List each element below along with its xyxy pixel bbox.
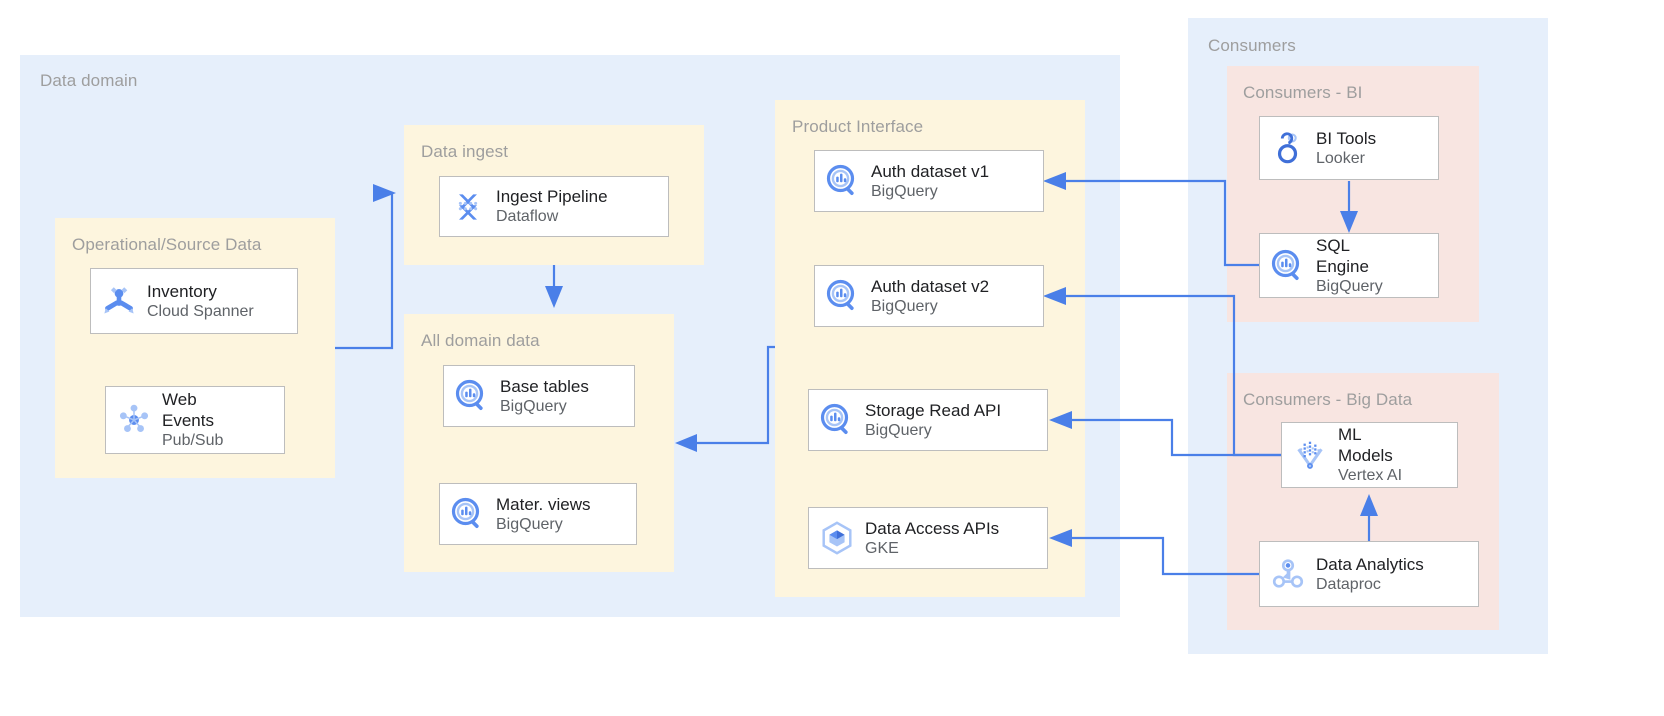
node-ml-models-service: Vertex AI: [1338, 467, 1403, 484]
node-mater-views-text: Mater. views BigQuery: [496, 494, 596, 535]
node-mater-views-service: BigQuery: [496, 515, 563, 533]
cloud-spanner-icon: [91, 282, 147, 320]
node-storage-read-api-text: Storage Read API BigQuery: [865, 400, 1007, 441]
node-web-events-service: Pub/Sub: [162, 432, 224, 449]
node-web-events-title: Web Events: [162, 390, 214, 430]
node-inventory-service: Cloud Spanner: [147, 302, 254, 320]
group-consumers-big-data-label: Consumers - Big Data: [1243, 390, 1413, 409]
group-all-domain-data-label: All domain data: [421, 331, 540, 350]
gke-icon: [809, 519, 865, 557]
node-base-tables-text: Base tables BigQuery: [500, 376, 595, 417]
node-bi-tools[interactable]: BI Tools Looker: [1259, 116, 1439, 180]
bigquery-icon: [809, 400, 865, 440]
node-storage-read-api-service: BigQuery: [865, 421, 932, 439]
node-ingest-pipeline-text: Ingest Pipeline Dataflow: [496, 186, 614, 227]
dataflow-icon: [440, 189, 496, 225]
node-base-tables-title: Base tables: [500, 376, 589, 396]
node-base-tables[interactable]: Base tables BigQuery: [443, 365, 635, 427]
node-web-events[interactable]: Web Events Pub/Sub: [105, 386, 285, 454]
node-data-analytics[interactable]: Data Analytics Dataproc: [1259, 541, 1479, 607]
group-data-ingest-label: Data ingest: [421, 142, 509, 161]
node-bi-tools-title: BI Tools: [1316, 128, 1377, 148]
node-auth-dataset-v2[interactable]: Auth dataset v2 BigQuery: [814, 265, 1044, 327]
bigquery-icon: [440, 494, 496, 534]
node-auth-dataset-v2-title: Auth dataset v2: [871, 276, 990, 296]
node-bi-tools-text: BI Tools Looker: [1316, 128, 1382, 169]
node-ingest-pipeline-service: Dataflow: [496, 208, 559, 225]
node-storage-read-api[interactable]: Storage Read API BigQuery: [808, 389, 1048, 451]
node-ml-models-title: ML Models: [1338, 425, 1393, 465]
dataproc-icon: [1260, 555, 1316, 593]
bigquery-icon: [815, 161, 871, 201]
group-consumers-label: Consumers: [1208, 36, 1296, 55]
node-auth-dataset-v1-service: BigQuery: [871, 182, 938, 200]
node-inventory[interactable]: Inventory Cloud Spanner: [90, 268, 298, 334]
group-consumers-bi-label: Consumers - BI: [1243, 83, 1363, 102]
node-ingest-pipeline[interactable]: Ingest Pipeline Dataflow: [439, 176, 669, 237]
node-mater-views[interactable]: Mater. views BigQuery: [439, 483, 637, 545]
node-data-access-apis-text: Data Access APIs GKE: [865, 518, 1005, 559]
bigquery-icon: [815, 276, 871, 316]
node-data-access-apis-title: Data Access APIs: [865, 518, 1000, 538]
node-auth-dataset-v1[interactable]: Auth dataset v1 BigQuery: [814, 150, 1044, 212]
node-bi-tools-service: Looker: [1316, 149, 1365, 167]
node-auth-dataset-v2-text: Auth dataset v2 BigQuery: [871, 276, 995, 317]
bigquery-icon: [444, 376, 500, 416]
node-storage-read-api-title: Storage Read API: [865, 400, 1002, 420]
node-data-access-apis-service: GKE: [865, 539, 899, 557]
node-sql-engine-service: BigQuery: [1316, 277, 1383, 295]
node-sql-engine[interactable]: SQL Engine BigQuery: [1259, 233, 1439, 298]
node-sql-engine-text: SQL Engine BigQuery: [1316, 235, 1389, 297]
looker-icon: [1260, 129, 1316, 167]
node-auth-dataset-v1-text: Auth dataset v1 BigQuery: [871, 161, 995, 202]
node-auth-dataset-v1-title: Auth dataset v1: [871, 161, 990, 181]
node-auth-dataset-v2-service: BigQuery: [871, 297, 938, 315]
node-data-analytics-service: Dataproc: [1316, 575, 1381, 593]
group-operational-source-data-label: Operational/Source Data: [72, 235, 262, 254]
node-inventory-title: Inventory: [147, 281, 217, 301]
node-mater-views-title: Mater. views: [496, 494, 591, 514]
node-inventory-text: Inventory Cloud Spanner: [147, 281, 260, 322]
node-ingest-pipeline-title: Ingest Pipeline: [496, 187, 608, 206]
node-ml-models-text: ML Models Vertex AI: [1338, 424, 1408, 486]
node-base-tables-service: BigQuery: [500, 397, 567, 415]
node-web-events-text: Web Events Pub/Sub: [162, 389, 229, 451]
node-sql-engine-title: SQL Engine: [1316, 235, 1369, 276]
pubsub-icon: [106, 401, 162, 439]
node-data-analytics-text: Data Analytics Dataproc: [1316, 554, 1430, 595]
bigquery-icon: [1260, 246, 1316, 286]
node-data-analytics-title: Data Analytics: [1316, 554, 1424, 574]
group-product-interface-label: Product Interface: [792, 117, 924, 136]
node-data-access-apis[interactable]: Data Access APIs GKE: [808, 507, 1048, 569]
node-ml-models[interactable]: ML Models Vertex AI: [1281, 422, 1458, 488]
group-data-domain-label: Data domain: [40, 71, 138, 90]
vertex-ai-icon: [1282, 436, 1338, 474]
